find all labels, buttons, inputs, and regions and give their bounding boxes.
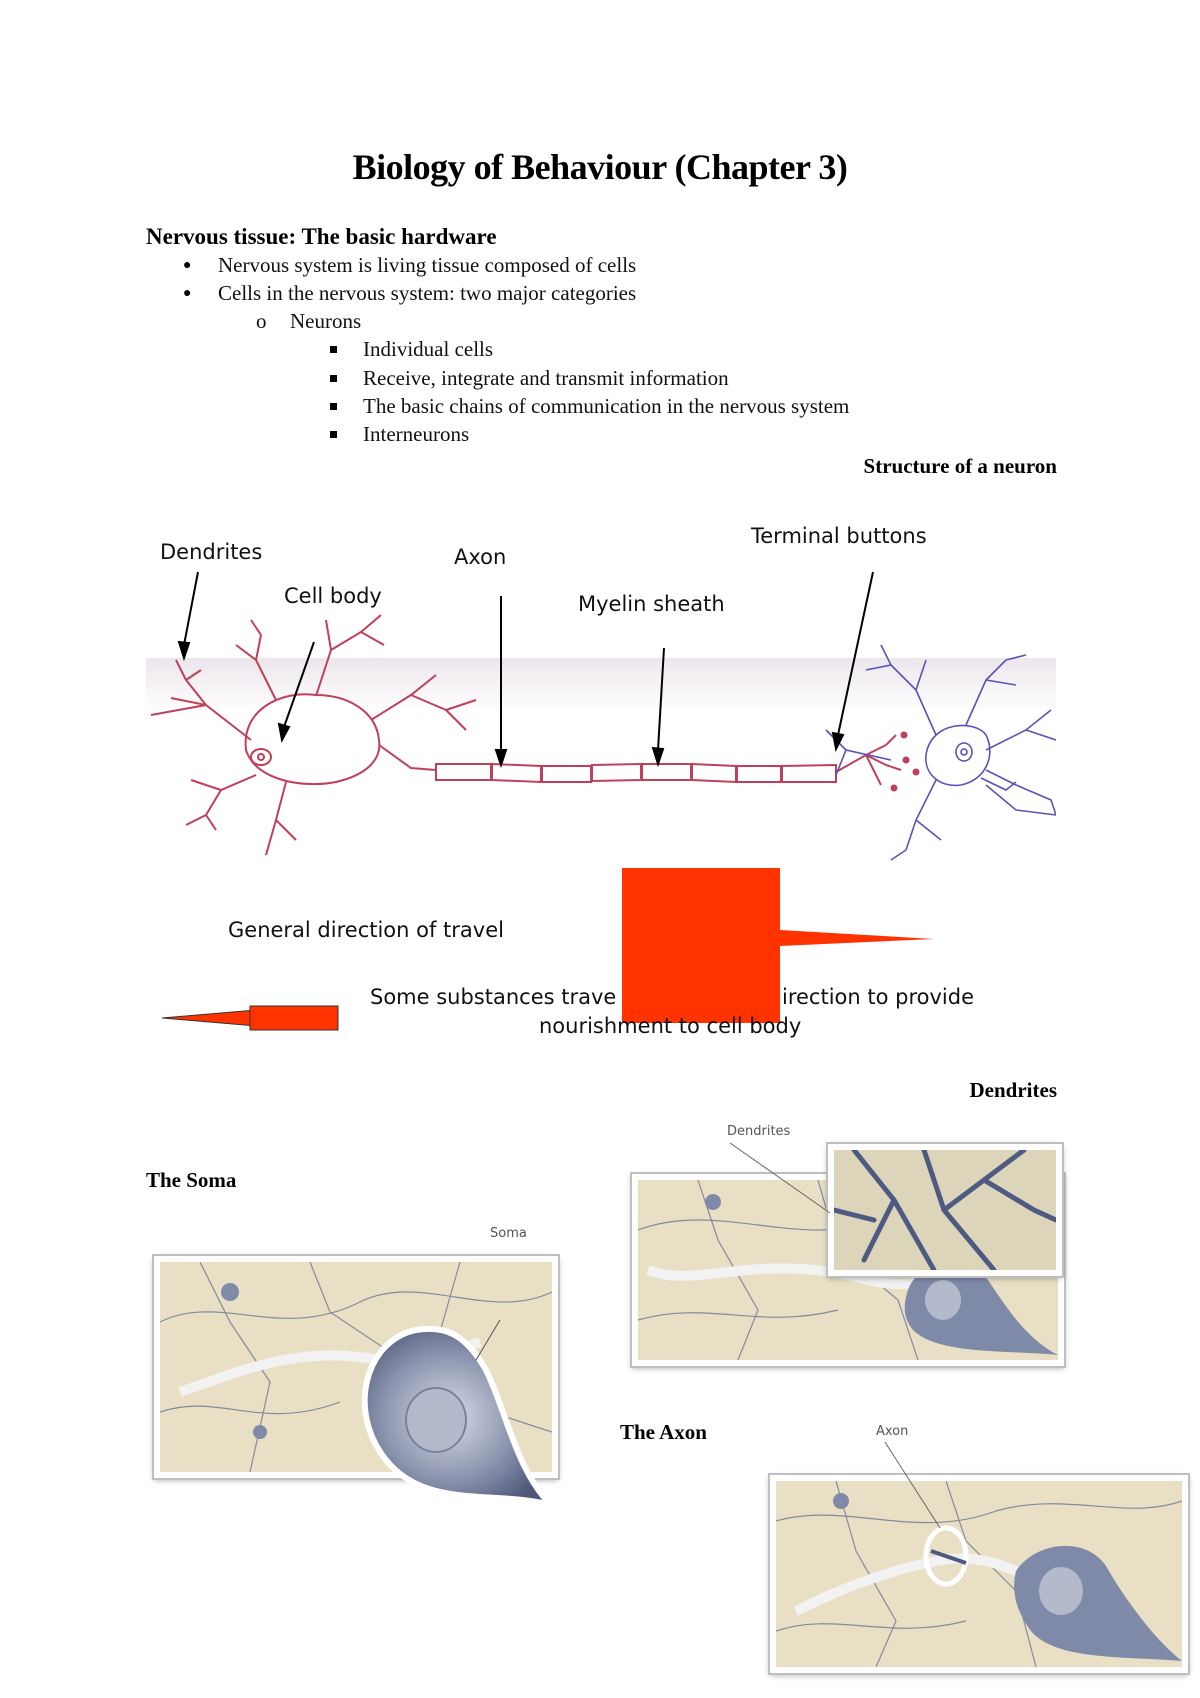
label-pointers: [177, 571, 874, 769]
axon-caption: The Axon: [620, 1420, 707, 1444]
neuron-diagram: Dendrites Cell body Axon Myelin sheath T…: [146, 520, 1058, 1075]
neuron-diagram-svg: [146, 571, 1058, 1031]
label-terminal-buttons: Terminal buttons: [751, 524, 927, 548]
bullet-marker: ●: [183, 286, 192, 301]
bullet-marker: [330, 403, 337, 410]
bullet-marker: o: [256, 309, 267, 333]
label-dendrites: Dendrites: [160, 540, 263, 564]
axon-figure: Axon: [762, 1420, 1190, 1690]
dendrites-zoom-panel: [828, 1144, 1062, 1276]
label-cell-body: Cell body: [284, 584, 382, 608]
dendrites-figure: Dendrites: [620, 1118, 1080, 1388]
soma-label: Soma: [490, 1226, 527, 1241]
soma-caption: The Soma: [146, 1168, 237, 1192]
list-item: Nervous system is living tissue composed…: [218, 253, 637, 277]
dendrites-pointer: [729, 1142, 831, 1214]
dendrites-zoom-illustration: [834, 1150, 1056, 1270]
list-item: Interneurons: [363, 422, 470, 446]
bullet-marker: [330, 346, 337, 353]
axon-panel: [770, 1475, 1188, 1673]
list-item: Neurons: [290, 309, 362, 333]
label-myelin-sheath: Myelin sheath: [578, 592, 725, 616]
axon-pointer: [884, 1441, 941, 1529]
neuron-diagram-caption: Structure of a neuron: [863, 454, 1057, 478]
list-item: The basic chains of communication in the…: [363, 394, 850, 418]
bullet-marker: ●: [183, 258, 192, 273]
bullet-marker: [330, 375, 337, 382]
bullet-marker: [330, 431, 337, 438]
reverse-text-part2: irection to provide: [782, 985, 974, 1009]
section-heading: Nervous tissue: The basic hardware: [146, 224, 497, 249]
direction-text: General direction of travel: [228, 918, 504, 942]
axon-label: Axon: [876, 1424, 909, 1439]
page-title: Biology of Behaviour (Chapter 3): [352, 147, 848, 187]
label-axon: Axon: [454, 545, 507, 569]
dendrites-caption: Dendrites: [969, 1078, 1058, 1102]
reverse-direction-arrow: [161, 1005, 339, 1031]
neuron-1: [150, 614, 920, 856]
dendrites-label: Dendrites: [727, 1124, 791, 1139]
reverse-text-line2: nourishment to cell body: [539, 1014, 802, 1038]
reverse-text-part1: Some substances trave: [370, 985, 617, 1009]
axon-illustration: [776, 1481, 1182, 1667]
list-item: Cells in the nervous system: two major c…: [218, 281, 637, 305]
soma-figure: Soma: [148, 1220, 560, 1520]
forward-direction-arrow: [622, 868, 934, 1023]
neuron-2: [825, 644, 1058, 861]
list-item: Receive, integrate and transmit informat…: [363, 366, 729, 390]
list-item: Individual cells: [363, 337, 494, 361]
soma-cell-icon: [361, 1320, 556, 1510]
